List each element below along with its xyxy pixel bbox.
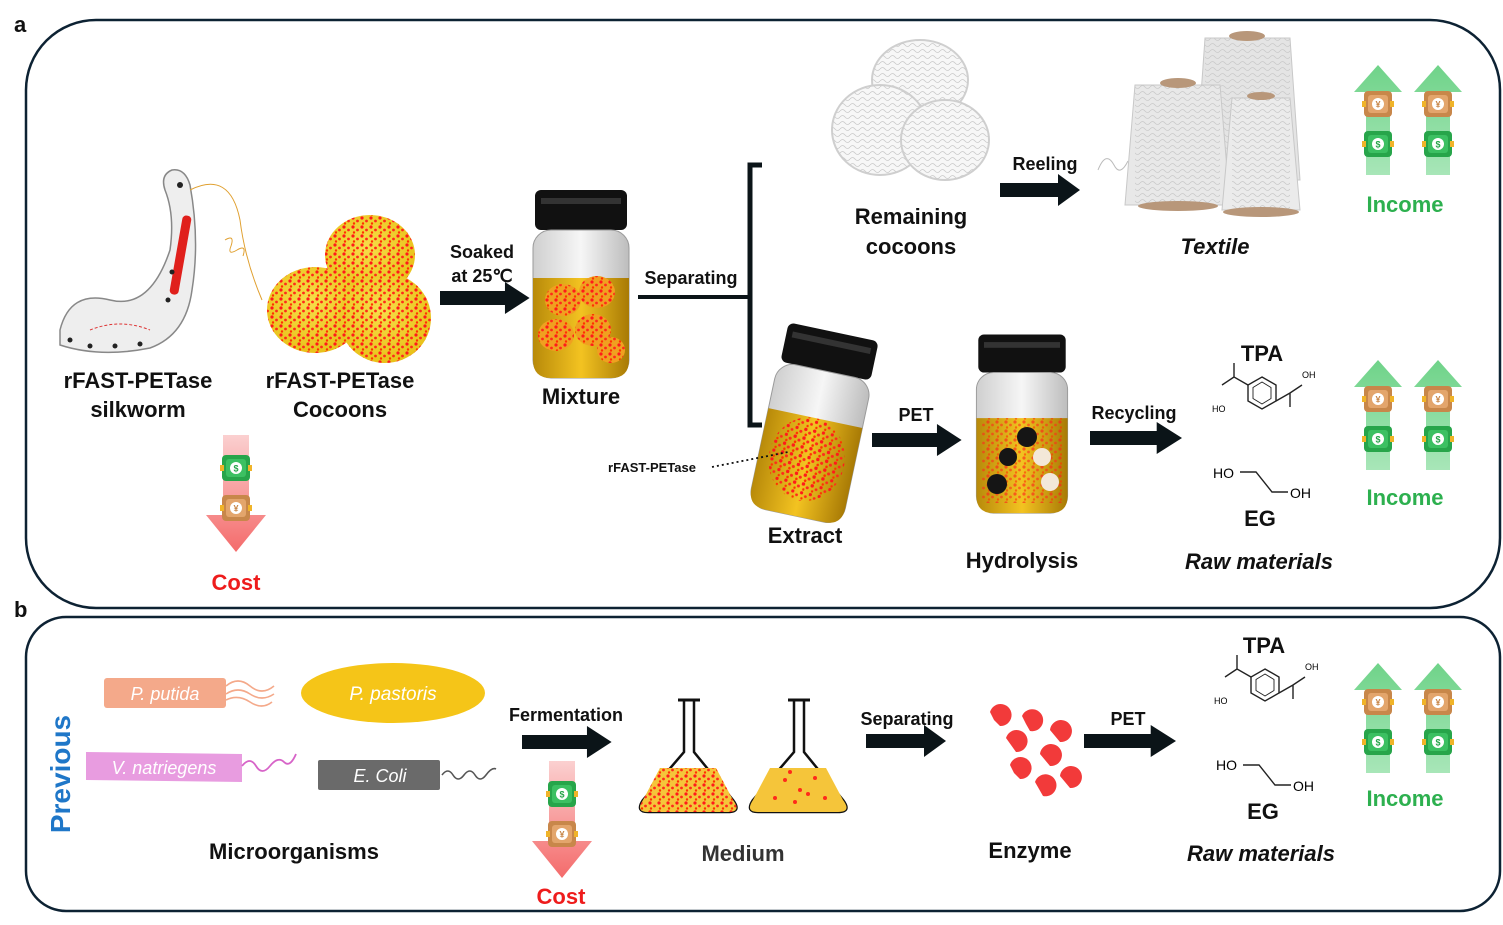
cost-label-a: Cost xyxy=(212,570,262,595)
soaked-label-line1: Soaked xyxy=(450,242,514,262)
extract-label: Extract xyxy=(768,523,843,548)
soaked-arrow xyxy=(440,282,530,314)
money-up-arrow-icon xyxy=(1354,65,1402,175)
money-down-arrow-icon xyxy=(206,435,266,552)
remaining-label-line2: cocoons xyxy=(866,234,956,259)
silkworm-label-line2: silkworm xyxy=(90,397,185,422)
raw-materials-label-a: Raw materials xyxy=(1185,549,1333,574)
mixture-label: Mixture xyxy=(542,384,620,409)
enzyme-icon xyxy=(990,704,1082,797)
medium-label: Medium xyxy=(701,841,784,866)
cocoon-icon xyxy=(267,215,431,363)
p-putida-label: P. putida xyxy=(131,684,200,704)
eg-ho-b: HO xyxy=(1216,757,1237,773)
tpa-label-b: TPA xyxy=(1243,633,1285,658)
v-natriegens-label: V. natriegens xyxy=(112,758,217,778)
recycling-arrow xyxy=(1090,422,1182,454)
separating-bracket xyxy=(747,162,762,428)
cocoons-label-line2: Cocoons xyxy=(293,397,387,422)
microorganisms-label: Microorganisms xyxy=(209,839,379,864)
benzene-ring-icon xyxy=(1224,654,1306,702)
eg-structure-b xyxy=(1243,764,1291,786)
panel-b-frame xyxy=(24,615,1502,913)
jar-icon xyxy=(747,321,882,527)
e-coli-label: E. Coli xyxy=(353,766,407,786)
income-label-b: Income xyxy=(1366,786,1443,811)
eg-oh-a: OH xyxy=(1290,485,1311,501)
jar-icon xyxy=(975,334,1069,514)
money-down-arrow-icon xyxy=(532,761,592,878)
reeling-arrow xyxy=(1000,174,1080,206)
raw-materials-label-b: Raw materials xyxy=(1187,841,1335,866)
panel-a-frame xyxy=(24,18,1502,610)
money-up-arrow-icon xyxy=(1414,65,1462,175)
benzene-ring-icon xyxy=(1221,362,1303,410)
panel-a-letter: a xyxy=(14,12,27,37)
pet-arrow-a xyxy=(872,424,962,456)
eg-label-b: EG xyxy=(1247,799,1279,824)
tpa-ho-a: HO xyxy=(1212,404,1226,414)
hydrolysis-label: Hydrolysis xyxy=(966,548,1079,573)
fermentation-arrow xyxy=(522,726,612,758)
cocoons-label-line1: rFAST-PETase xyxy=(266,368,415,393)
fermentation-label: Fermentation xyxy=(509,705,623,725)
silkworm-icon xyxy=(59,169,263,354)
separating-label-b: Separating xyxy=(860,709,953,729)
organism-e-coli xyxy=(318,760,497,790)
flask-icon xyxy=(748,698,848,814)
organism-v-natriegens xyxy=(86,752,297,782)
separating-label-a: Separating xyxy=(644,268,737,288)
p-pastoris-label: P. pastoris xyxy=(349,684,437,705)
money-up-arrow-icon xyxy=(1414,663,1462,773)
pet-label-b: PET xyxy=(1110,709,1145,729)
flask-icon xyxy=(638,698,738,814)
eg-structure-a xyxy=(1240,471,1288,493)
eg-label-a: EG xyxy=(1244,506,1276,531)
thread-spool-icon xyxy=(1097,31,1301,217)
textile-label: Textile xyxy=(1181,234,1250,259)
silkworm-label-line1: rFAST-PETase xyxy=(64,368,213,393)
tpa-oh-a: OH xyxy=(1302,370,1316,380)
remaining-label-line1: Remaining xyxy=(855,204,967,229)
recycling-label: Recycling xyxy=(1091,403,1176,423)
income-label-mid: Income xyxy=(1366,485,1443,510)
organism-p-pastoris xyxy=(301,663,485,723)
money-up-arrow-icon xyxy=(1354,360,1402,470)
tpa-label-a: TPA xyxy=(1241,341,1283,366)
tpa-oh-b: OH xyxy=(1305,662,1319,672)
separating-arrow-b xyxy=(866,725,946,757)
cost-label-b: Cost xyxy=(537,884,587,909)
jar-icon xyxy=(532,189,630,379)
remaining-cocoons-icon xyxy=(831,39,990,181)
pet-label-a: PET xyxy=(898,405,933,425)
eg-oh-b: OH xyxy=(1293,778,1314,794)
organism-p-putida xyxy=(104,678,275,708)
tpa-ho-b: HO xyxy=(1214,696,1228,706)
money-up-arrow-icon xyxy=(1414,360,1462,470)
enzyme-label: Enzyme xyxy=(988,838,1071,863)
previous-label: Previous xyxy=(45,715,76,833)
rfast-pointer-label: rFAST-PETase xyxy=(608,460,696,475)
reeling-label: Reeling xyxy=(1012,154,1077,174)
income-label-top: Income xyxy=(1366,192,1443,217)
soaked-label-line2: at 25℃ xyxy=(451,266,512,286)
money-up-arrow-icon xyxy=(1354,663,1402,773)
eg-ho-a: HO xyxy=(1213,465,1234,481)
pet-arrow-b xyxy=(1084,725,1176,757)
panel-b-letter: b xyxy=(14,597,27,622)
